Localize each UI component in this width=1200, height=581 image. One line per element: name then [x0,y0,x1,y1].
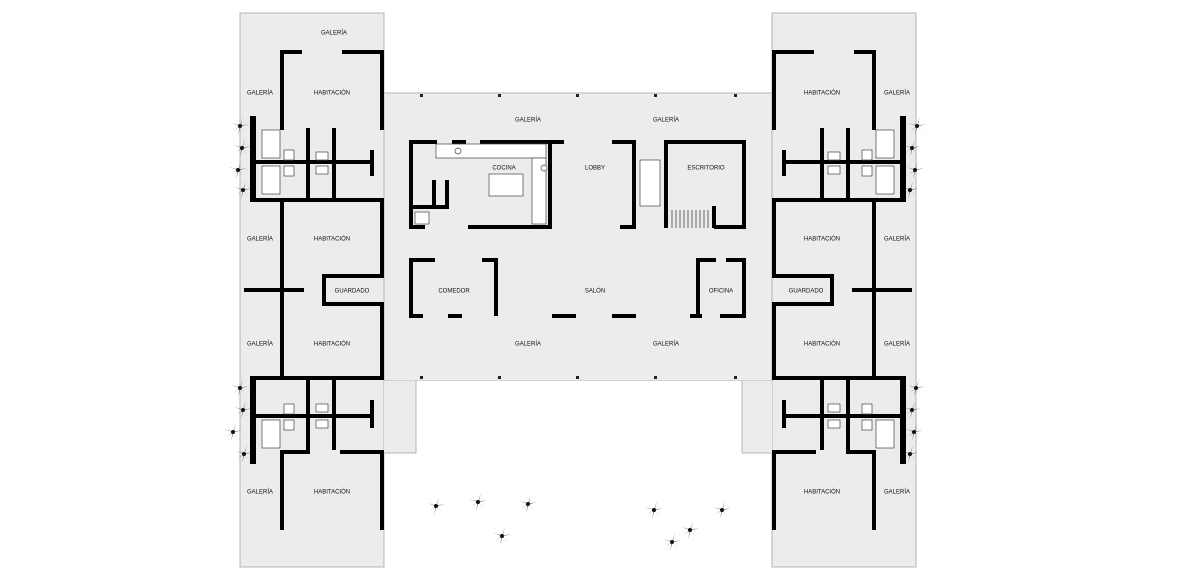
label-oficina: OFICINA [709,289,733,295]
kitchen-fixtures [414,143,709,228]
label-habitacion-left-4: HABITACIÓN [314,489,350,496]
walls-center [409,94,746,379]
label-galeria-center-bottom-1: GALERÍA [515,341,541,348]
room-labels: GALERÍA GALERÍA HABITACIÓN GALERÍA HABIT… [247,30,910,496]
label-galeria-right-2: GALERÍA [884,236,910,243]
label-habitacion-right-3: HABITACIÓN [804,341,840,348]
label-habitacion-right-2: HABITACIÓN [804,236,840,243]
label-habitacion-left-2: HABITACIÓN [314,236,350,243]
walls-right-wing [772,50,912,530]
label-galeria-right-4: GALERÍA [884,489,910,496]
label-galeria-center-top-1: GALERÍA [515,117,541,124]
label-habitacion-left-1: HABITACIÓN [314,90,350,97]
label-escritorio: ESCRITORIO [687,166,725,172]
label-galeria-center-top-2: GALERÍA [653,117,679,124]
label-galeria-right-3: GALERÍA [884,341,910,348]
label-galeria-left-1: GALERÍA [247,90,273,97]
label-guardado-left: GUARDADO [335,289,370,295]
label-galeria-left-top: GALERÍA [321,30,347,37]
label-galeria-right-1: GALERÍA [884,90,910,97]
label-salon: SALÓN [585,288,605,295]
label-galeria-left-3: GALERÍA [247,341,273,348]
floor-areas [239,12,917,581]
label-guardado-right: GUARDADO [789,289,824,295]
label-galeria-left-4: GALERÍA [247,489,273,496]
label-comedor: COMEDOR [438,289,470,295]
walls-left-wing [244,50,384,530]
label-cocina: COCINA [492,166,515,172]
label-habitacion-right-4: HABITACIÓN [804,489,840,496]
label-galeria-left-2: GALERÍA [247,236,273,243]
label-habitacion-left-3: HABITACIÓN [314,341,350,348]
label-galeria-center-bottom-2: GALERÍA [653,341,679,348]
label-habitacion-right-1: HABITACIÓN [804,90,840,97]
label-lobby: LOBBY [585,166,605,172]
